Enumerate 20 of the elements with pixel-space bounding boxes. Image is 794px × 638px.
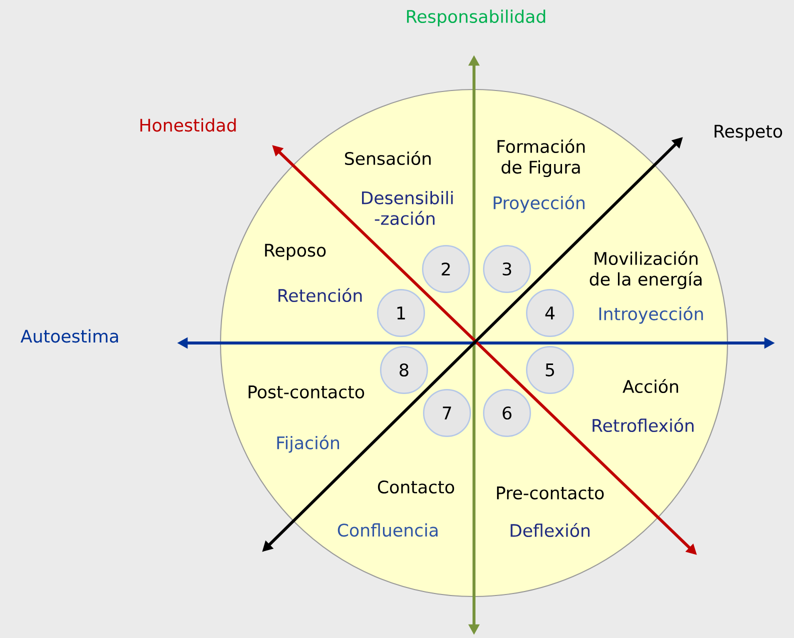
stage-label: Deflexión <box>510 522 590 538</box>
axis-label: Honestidad <box>140 118 236 132</box>
stage-label: Movilización de la energía <box>590 250 702 290</box>
stage-label: Pre-contacto <box>497 486 604 500</box>
stage-label: Reposo <box>265 244 326 260</box>
axis-label: Respeto <box>714 124 782 142</box>
stage-label: Desensibili -zación <box>362 190 453 226</box>
stage-label: Contacto <box>378 480 454 494</box>
stage-label: Retroflexión <box>592 418 694 432</box>
stage-label: Introyección <box>599 306 703 324</box>
stage-label: Retención <box>278 288 362 302</box>
stage-label: Acción <box>622 378 678 394</box>
axis-label: Responsabilidad <box>407 10 546 26</box>
stage-label: Confluencia <box>338 523 438 537</box>
stage-label: Fijación <box>277 435 339 453</box>
stage-label: Proyección <box>494 195 584 213</box>
axis-label: Autoestima <box>20 329 118 343</box>
stage-label: Sensación <box>345 150 431 166</box>
stage-label: Post-contacto <box>248 386 364 398</box>
stage-label: Formación de Figura <box>498 138 585 178</box>
